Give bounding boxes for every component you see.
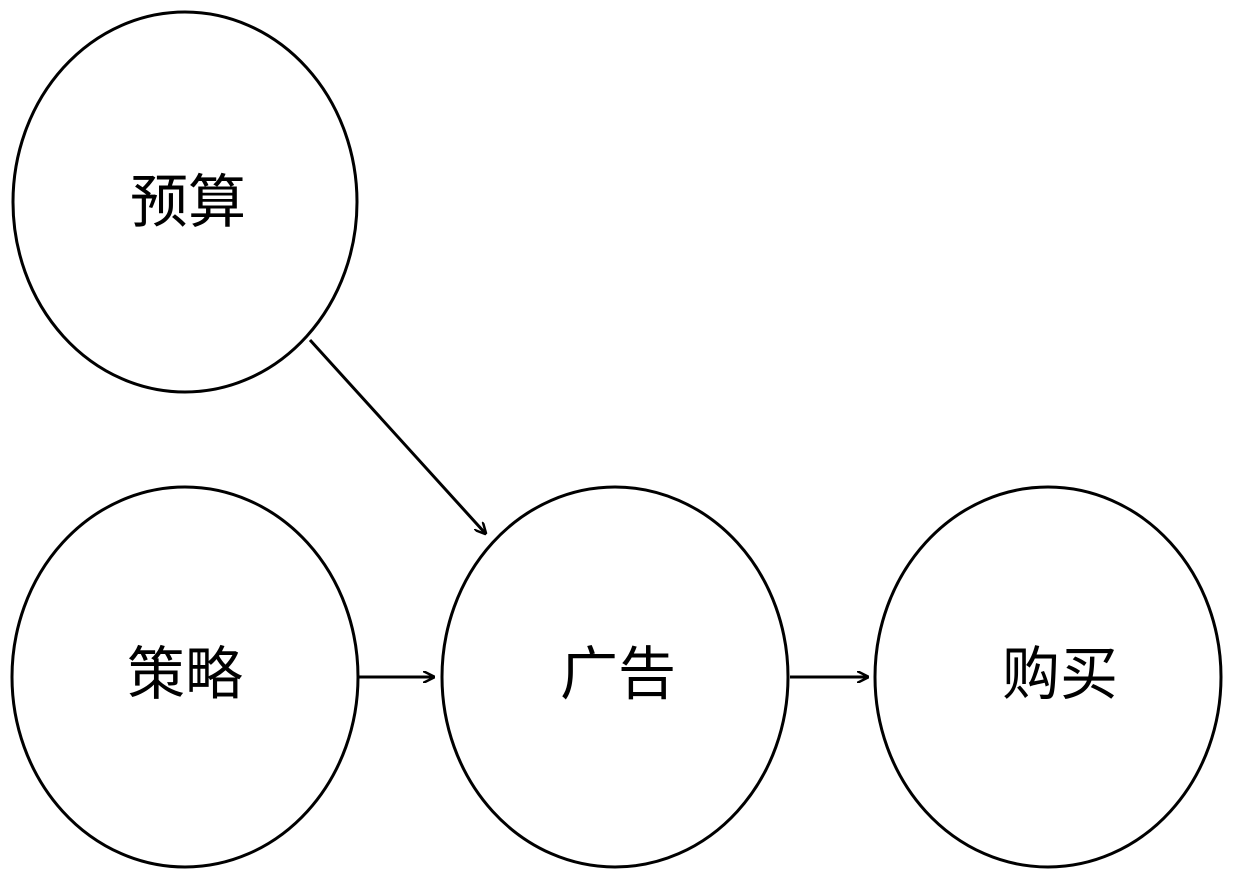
- node-advertising-circle: [440, 485, 790, 869]
- node-purchase-circle: [873, 485, 1223, 869]
- node-budget-label: 预算: [130, 168, 246, 236]
- node-budget-circle: [11, 10, 359, 394]
- node-strategy: 策略: [10, 485, 360, 869]
- node-strategy-circle: [10, 485, 360, 869]
- node-advertising-label: 广告: [560, 640, 676, 708]
- edge-budget-to-advertising: [308, 338, 485, 533]
- node-budget: 预算: [11, 10, 359, 394]
- node-strategy-label: 策略: [127, 640, 243, 708]
- node-purchase-label: 购买: [1002, 640, 1118, 708]
- node-advertising: 广告: [440, 485, 790, 869]
- node-purchase: 购买: [873, 485, 1223, 869]
